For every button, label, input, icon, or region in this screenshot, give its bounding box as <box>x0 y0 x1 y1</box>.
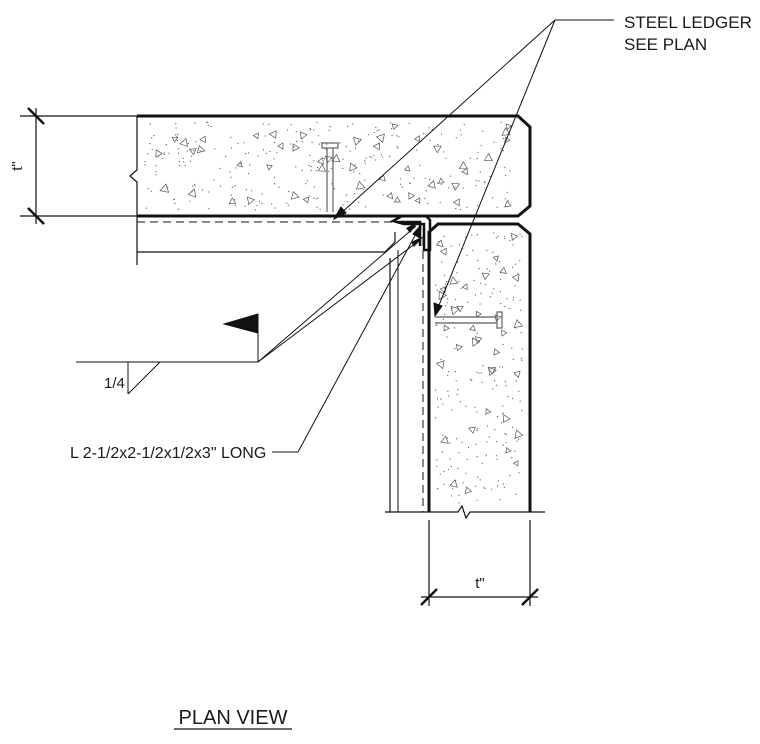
dimension-slab-thickness <box>20 107 137 225</box>
angle-leader <box>272 223 422 453</box>
horizontal-slab <box>129 114 532 223</box>
steel-ledger-beam <box>136 216 396 265</box>
wall-thickness-label: t" <box>475 575 485 592</box>
weld-symbol <box>76 225 421 395</box>
vertical-wall <box>385 222 545 520</box>
angle-label: L 2-1/2x2-1/2x1/2x3" LONG <box>70 445 266 462</box>
slab-thickness-label: t" <box>9 161 26 171</box>
steel-ledger-label: STEEL LEDGER <box>624 13 752 32</box>
weld-size-label: 1/4 <box>104 375 125 392</box>
headed-stud-slab <box>321 142 339 212</box>
see-plan-label: SEE PLAN <box>624 35 707 54</box>
steel-ledger-leaders <box>332 19 614 318</box>
steel-angle <box>389 214 432 252</box>
dimension-wall-thickness <box>420 520 539 606</box>
weld-arrowheads <box>406 222 424 247</box>
view-title: PLAN VIEW <box>179 707 288 729</box>
concrete-stipple <box>144 121 524 504</box>
